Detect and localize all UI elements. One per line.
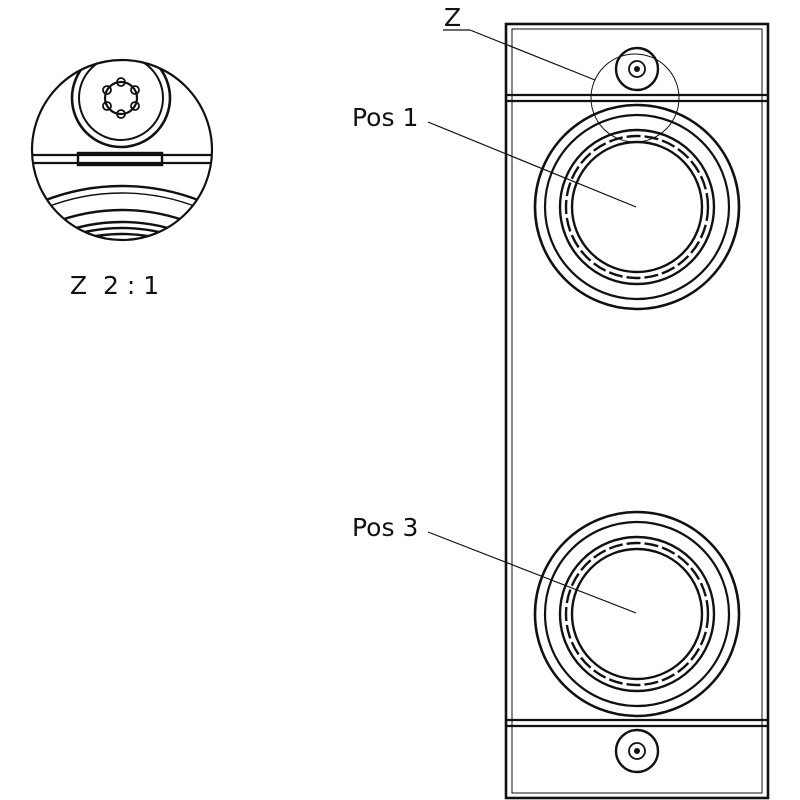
detail-bearing-arc-5 bbox=[32, 226, 212, 240]
pos-1-leader-line bbox=[427, 121, 637, 208]
top-screw-torx-icon bbox=[628, 60, 646, 78]
bearing-3-ring bbox=[543, 520, 731, 708]
detail-frame-circle bbox=[30, 58, 214, 242]
top-screw bbox=[614, 46, 660, 92]
bearing-3-cage-outer bbox=[558, 535, 716, 693]
pos-1-label: Pos 1 bbox=[352, 103, 418, 132]
detail-bearing-arc-4 bbox=[32, 220, 212, 240]
bearing-1-outer bbox=[533, 103, 741, 311]
detail-bearing-arc-1 bbox=[32, 184, 212, 240]
detail-caption: Z 2 : 1 bbox=[70, 271, 159, 300]
bottom-screw bbox=[614, 728, 660, 774]
detail-bearing-arc-3 bbox=[32, 208, 212, 240]
plate-inner-edge bbox=[511, 28, 763, 794]
bearing-pos-3 bbox=[533, 510, 741, 718]
detail-screw-head bbox=[70, 60, 172, 149]
bottom-screw-torx-icon bbox=[628, 742, 646, 760]
plate-outline bbox=[504, 22, 770, 800]
bearing-1-cage-outer bbox=[558, 128, 716, 286]
detail-gap-slot bbox=[76, 151, 164, 167]
bearing-3-rollers bbox=[564, 541, 710, 687]
bearing-1-ring bbox=[543, 113, 731, 301]
bottom-screw-center bbox=[634, 748, 640, 754]
detail-view-z bbox=[30, 58, 214, 242]
pos-3-label: Pos 3 bbox=[352, 513, 418, 542]
top-screw-center bbox=[634, 66, 640, 72]
bearing-1-cage-inner bbox=[570, 140, 704, 274]
z-leader-line bbox=[469, 29, 596, 81]
detail-torx-icon bbox=[102, 77, 140, 119]
detail-bearing-arc-2 bbox=[32, 192, 212, 240]
top-screw-head bbox=[614, 46, 660, 92]
mounting-plate bbox=[504, 22, 770, 800]
bearing-1-rollers bbox=[564, 134, 710, 280]
pos-3-leader-line bbox=[427, 531, 637, 614]
bearing-3-outer bbox=[533, 510, 741, 718]
bearing-3-cage-inner bbox=[570, 547, 704, 681]
z-label: Z bbox=[444, 3, 461, 32]
detail-bearing-arc-6 bbox=[32, 232, 212, 240]
bottom-screw-head bbox=[614, 728, 660, 774]
detail-screw-rim bbox=[78, 60, 164, 141]
bearing-pos-1 bbox=[533, 103, 741, 311]
